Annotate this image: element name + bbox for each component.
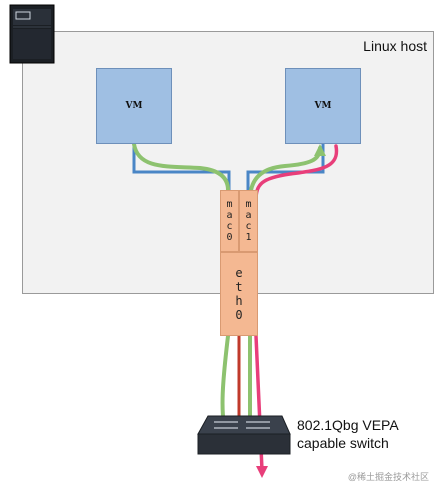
switch-label-line2: capable switch (297, 435, 389, 451)
green-arrowhead (314, 144, 326, 156)
switch-label: 802.1Qbg VEPA capable switch (297, 416, 399, 452)
macvtap0-char: c (226, 221, 233, 232)
macvtap0-char: a (226, 210, 233, 221)
eth0-char: h (235, 294, 243, 308)
network-switch-icon (197, 415, 291, 455)
macvtap1-char: 1 (245, 232, 252, 243)
macvtap1-char: c (245, 221, 252, 232)
vm-box-2: VM (285, 68, 361, 144)
eth0-char: t (235, 280, 243, 294)
blue-path-vm1 (132, 144, 231, 190)
switch-label-line1: 802.1Qbg VEPA (297, 417, 399, 433)
eth0-char: 0 (235, 308, 243, 322)
macvtap0-box: m a c 0 (220, 190, 239, 252)
macvtap1-box: m a c 1 (239, 190, 258, 252)
vm-box-1: VM (96, 68, 172, 144)
eth0-box: e t h 0 (220, 252, 258, 336)
macvtap0-char: 0 (226, 232, 233, 243)
eth0-char: e (235, 266, 243, 280)
host-label: Linux host (363, 38, 427, 54)
vm-label: VM (314, 101, 332, 111)
watermark: @稀土掘金技术社区 (347, 472, 429, 482)
server-icon (9, 4, 55, 64)
macvtap0-char: m (226, 199, 233, 210)
macvtap1-char: m (245, 199, 252, 210)
macvtap1-char: a (245, 210, 252, 221)
blue-path-vm2 (246, 144, 325, 190)
vm-label: VM (125, 101, 143, 111)
pink-arrowhead (256, 466, 268, 478)
